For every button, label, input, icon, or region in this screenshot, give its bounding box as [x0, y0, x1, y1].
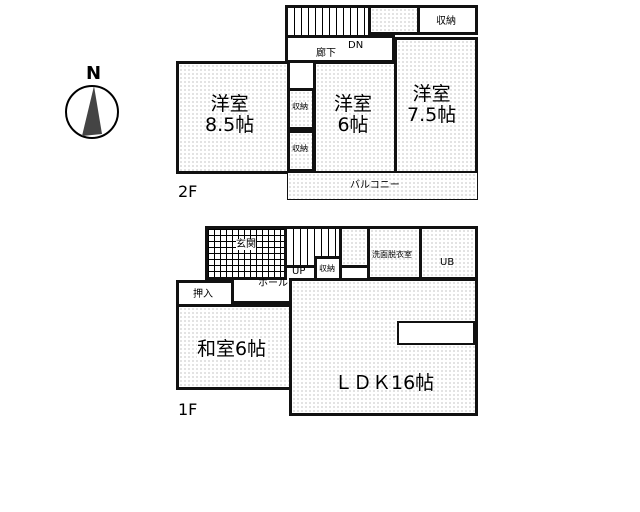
toilet-2f — [368, 5, 420, 35]
closet-oshiire: 押入 — [176, 280, 234, 307]
closet-b-2f: 収納 — [287, 130, 315, 172]
room-ldk-16: ＬＤＫ16帖 — [289, 278, 478, 416]
kitchen-counter — [397, 321, 475, 345]
entrance: 玄関 — [205, 226, 287, 280]
washroom: 洗面脱衣室 — [367, 226, 422, 280]
compass-north-label: N — [86, 63, 102, 84]
floor-2f-label: 2F — [178, 182, 198, 201]
compass-icon — [65, 85, 119, 139]
closet-a-2f: 収納 — [287, 88, 315, 130]
room-japanese-6: 和室6帖 — [176, 304, 292, 390]
floor-1f-label: 1F — [178, 400, 198, 419]
stairs-2f — [285, 5, 371, 38]
toilet-1f — [339, 226, 370, 268]
room-western-8-5: 洋室 8.5帖 — [176, 61, 290, 174]
storage-top-2f: 収納 — [417, 5, 478, 35]
bath-ub: UB — [419, 226, 478, 280]
balcony: バルコニー — [287, 172, 478, 200]
room-western-7-5: 洋室 7.5帖 — [394, 37, 478, 174]
room-western-6: 洋室 6帖 — [313, 61, 397, 174]
